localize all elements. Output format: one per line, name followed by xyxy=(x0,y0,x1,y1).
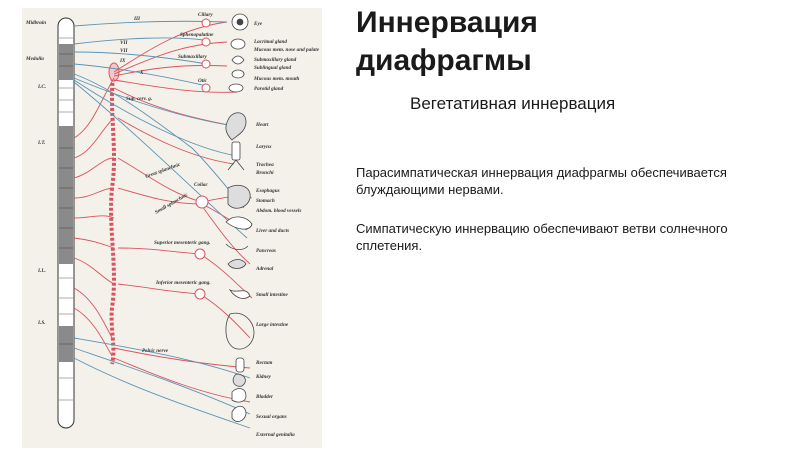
label-external-genitalia: External genitalia xyxy=(255,432,295,438)
autonomic-nervous-system-diagram: Midbrain Medulla I.C. I.T. I.L. I.S. III… xyxy=(22,8,322,448)
slide-title: Иннервация диафрагмы xyxy=(356,4,776,80)
slide-title-line-2: диафрагмы xyxy=(356,44,532,77)
label-medulla: Medulla xyxy=(25,56,44,62)
label-submaxillary-gland: Submaxillary gland xyxy=(254,57,297,63)
label-mucous-nose: Mucous mem. nose and palate xyxy=(253,47,320,53)
label-large-intestine: Large intestine xyxy=(255,322,289,328)
label-abdom-vessels: Abdom. blood vessels xyxy=(255,208,301,214)
slide-title-line-1: Иннервация xyxy=(356,6,538,39)
label-coeliac: Coliac xyxy=(194,182,209,188)
label-small-splanchnic: Small splanchnic xyxy=(154,192,190,216)
label-kidney: Kidney xyxy=(255,374,272,380)
label-small-intestine: Small intestine xyxy=(256,292,289,298)
spinal-cord xyxy=(57,17,75,429)
label-midbrain: Midbrain xyxy=(25,20,46,26)
label-trachea: Trachea xyxy=(256,162,274,168)
label-cervical: I.C. xyxy=(37,84,46,90)
sympathetic-chain xyxy=(108,62,120,365)
label-inferior-mesenteric: Inferior mesenteric gang. xyxy=(155,280,211,286)
label-heart: Heart xyxy=(255,122,269,128)
label-sublingual: Sublingual gland xyxy=(254,65,291,71)
label-nerve-vii-a: VII xyxy=(120,40,128,46)
label-bronchi: Bronchi xyxy=(255,170,274,176)
ganglia xyxy=(194,18,211,300)
organ-labels: Eye Lacrimal gland Mucous mem. nose and … xyxy=(253,21,320,438)
label-great-splanchnic: Great splanchnic xyxy=(145,161,182,179)
label-pelvic-nerve: Pelvic nerve xyxy=(142,348,169,354)
label-adrenal: Adrenal xyxy=(255,266,274,272)
label-stomach: Stomach xyxy=(256,198,275,204)
label-eye: Eye xyxy=(253,21,263,27)
label-pancreas: Pancreas xyxy=(256,248,276,254)
label-lumbar: I.L. xyxy=(37,268,46,274)
label-liver: Liver and ducts xyxy=(255,228,289,234)
label-nerve-ix: IX xyxy=(119,58,126,64)
organs xyxy=(225,13,255,422)
label-thoracic: I.T. xyxy=(37,140,45,146)
label-nerve-iii: III xyxy=(133,16,141,22)
label-superior-mesenteric: Superior mesenteric gang. xyxy=(154,240,210,246)
label-sphenopalatine: Sphenopalatine xyxy=(180,32,214,38)
diagram-svg: Midbrain Medulla I.C. I.T. I.L. I.S. III… xyxy=(25,12,320,438)
label-esophagus: Esophagus xyxy=(255,188,280,194)
paragraph-sympathetic: Симпатическую иннервацию обеспечивают ве… xyxy=(356,221,728,253)
label-ciliary: Ciliary xyxy=(198,12,213,18)
label-submaxillary: Submaxillary xyxy=(178,54,208,60)
label-rectum: Rectum xyxy=(256,360,272,366)
paragraph-parasympathetic: Парасимпатическая иннервация диафрагмы о… xyxy=(356,165,727,197)
label-sup-cerv: Sup. cerv. g. xyxy=(126,96,152,102)
label-bladder: Bladder xyxy=(255,394,274,400)
label-parotid: Parotid gland xyxy=(254,86,284,92)
label-nerve-x: X xyxy=(139,70,144,76)
slide-subtitle: Вегетативная иннервация xyxy=(410,94,616,113)
nerve-labels: III VII VII IX X xyxy=(119,16,144,76)
label-sexual-organs: Sexual organs xyxy=(256,414,287,420)
label-sacral: I.S. xyxy=(37,320,46,326)
label-otic: Otic xyxy=(198,78,208,84)
label-lacrimal: Lacrimal gland xyxy=(253,39,287,45)
cord-labels: Midbrain Medulla I.C. I.T. I.L. I.S. xyxy=(25,20,46,326)
parasympathetic-fibres xyxy=(73,20,251,429)
label-nerve-vii-b: VII xyxy=(120,48,128,54)
label-mucous-mouth: Mucous mem. mouth xyxy=(253,76,300,82)
sympathetic-fibres xyxy=(73,21,253,403)
label-larynx: Larynx xyxy=(255,144,272,150)
